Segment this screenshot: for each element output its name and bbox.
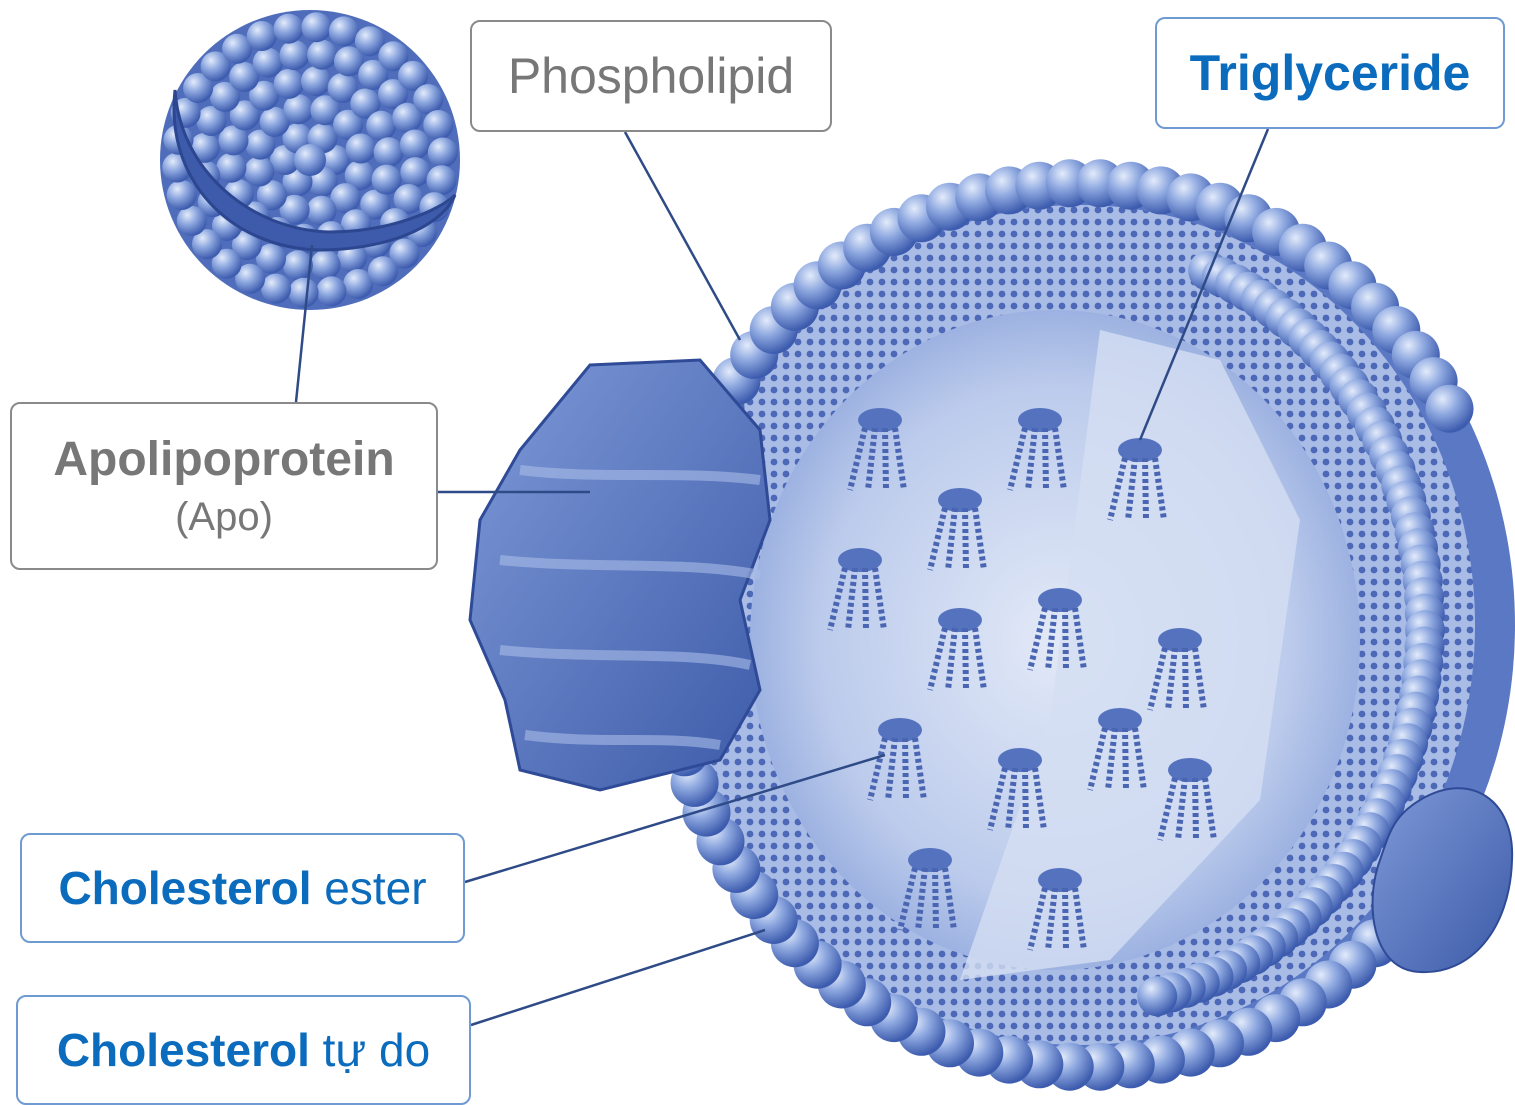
fatty-acid-tail <box>885 428 886 490</box>
bead <box>301 12 331 42</box>
bead <box>307 40 337 70</box>
bead <box>216 153 246 183</box>
fatty-acid-tail <box>1065 888 1066 950</box>
bead <box>244 157 274 187</box>
leader-phospholipid <box>625 132 740 340</box>
cholesterol-free-label-rest: tự do <box>310 1024 430 1076</box>
fatty-acid-tail <box>1145 458 1146 520</box>
fatty-acid-tail <box>965 628 966 690</box>
bead <box>177 206 207 236</box>
fatty-acid-tail <box>1195 778 1196 840</box>
bead <box>400 157 430 187</box>
bead <box>316 276 346 306</box>
apolipoprotein-block <box>470 360 770 790</box>
bead <box>289 278 319 308</box>
bead <box>1137 976 1177 1016</box>
bead <box>366 111 396 141</box>
bead <box>294 144 326 176</box>
bead <box>368 256 398 286</box>
fatty-acid-tail <box>1025 768 1026 830</box>
bead <box>280 40 310 70</box>
cholesterol-ester-label-rest: ester <box>312 862 427 914</box>
bead <box>374 137 404 167</box>
triglyceride-label: Triglyceride <box>1155 17 1505 129</box>
bead <box>1426 385 1474 433</box>
apolipoprotein-label-name: Apolipoprotein <box>53 429 394 491</box>
cholesterol-ester-label: Cholesterol ester <box>20 833 465 943</box>
bead <box>400 130 430 160</box>
bead <box>253 48 283 78</box>
bead <box>427 165 457 195</box>
fatty-acid-tail <box>965 508 966 570</box>
bead <box>329 16 359 46</box>
leader-cholesterol-free <box>471 930 765 1025</box>
cholesterol-ester-label-bold: Cholesterol <box>58 862 311 914</box>
bead <box>413 84 443 114</box>
phospholipid-label-text: Phospholipid <box>508 47 794 105</box>
cholesterol-free-label: Cholesterol tự do <box>16 995 471 1105</box>
bead <box>423 110 453 140</box>
fatty-acid-tail <box>905 738 906 800</box>
bead <box>247 21 277 51</box>
bead <box>274 14 304 44</box>
bead <box>311 250 341 280</box>
fatty-acid-tail <box>1185 648 1186 710</box>
bead <box>301 66 331 96</box>
fatty-acid-tail <box>865 568 866 630</box>
triglyceride-label-text: Triglyceride <box>1190 44 1471 102</box>
cholesterol-free-label-bold: Cholesterol <box>57 1024 310 1076</box>
apolipoprotein-label: Apolipoprotein (Apo) <box>10 402 438 570</box>
apolipoprotein-label-abbr: (Apo) <box>175 491 273 543</box>
bead <box>346 134 376 164</box>
fatty-acid-tail <box>935 868 936 930</box>
bead <box>428 138 458 168</box>
fatty-acid-tail <box>1045 428 1046 490</box>
bead <box>261 274 291 304</box>
phospholipid-label: Phospholipid <box>470 20 832 132</box>
bead <box>167 180 197 210</box>
fatty-acid-tail <box>1125 728 1126 790</box>
fatty-acid-tail <box>1065 608 1066 670</box>
